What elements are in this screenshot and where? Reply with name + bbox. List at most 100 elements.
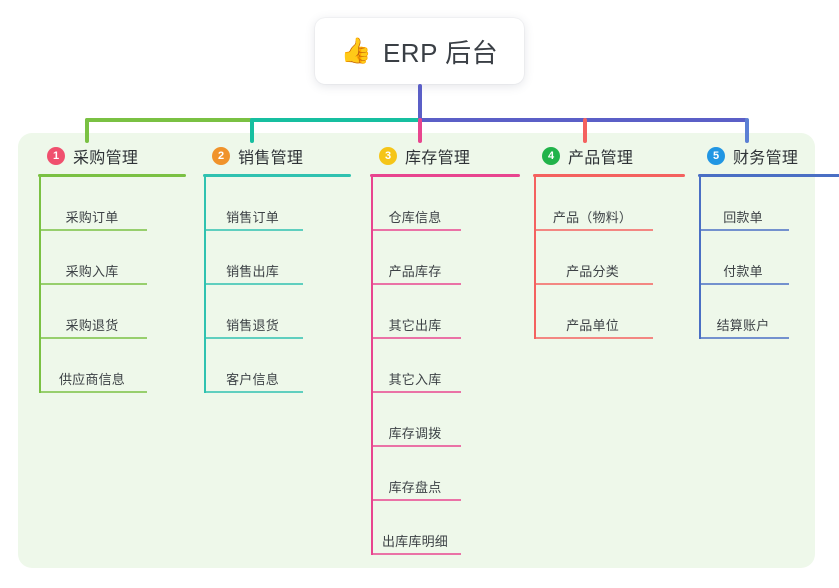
leaf-item-label: 产品单位 — [566, 318, 619, 333]
connector-drop-sales — [250, 118, 254, 143]
column-header-finance[interactable]: 5 财务管理 — [698, 143, 839, 169]
leaf-item-label: 客户信息 — [226, 372, 279, 387]
connector-root-stem — [418, 84, 422, 122]
leaf-item-label: 产品分类 — [566, 264, 619, 279]
leaf-item[interactable]: 销售订单 — [203, 177, 303, 231]
column-badge-product: 4 — [542, 147, 560, 165]
leaf-item[interactable]: 付款单 — [698, 231, 789, 285]
column-badge-purchase: 1 — [47, 147, 65, 165]
leaf-item-rule — [204, 391, 303, 393]
leaf-item-rule — [371, 445, 461, 447]
connector-drop-inventory — [418, 118, 422, 143]
leaf-item-rule — [39, 391, 147, 393]
leaf-item-rule — [699, 337, 789, 339]
leaf-item-label: 销售退货 — [226, 318, 279, 333]
column-header-rule-purchase — [38, 174, 186, 177]
leaf-item-rule — [371, 229, 461, 231]
leaf-item-label: 采购订单 — [65, 210, 119, 225]
leaf-item[interactable]: 供应商信息 — [38, 339, 147, 393]
column-spine-inventory — [371, 177, 373, 555]
leaf-item-label: 出库库明细 — [381, 534, 448, 549]
leaf-item[interactable]: 产品（物料） — [533, 177, 653, 231]
leaf-item[interactable]: 库存调拨 — [370, 393, 461, 447]
column-inventory: 3 库存管理仓库信息产品库存其它出库其它入库库存调拨库存盘点出库库明细 — [370, 143, 520, 555]
column-items-inventory: 仓库信息产品库存其它出库其它入库库存调拨库存盘点出库库明细 — [370, 177, 520, 555]
column-title-product: 产品管理 — [568, 150, 634, 167]
leaf-item-rule — [371, 391, 461, 393]
column-title-sales: 销售管理 — [238, 150, 304, 167]
leaf-item[interactable]: 仓库信息 — [370, 177, 461, 231]
leaf-item-rule — [534, 283, 653, 285]
leaf-item-label: 库存调拨 — [388, 426, 442, 441]
connector-drop-purchase — [85, 118, 89, 143]
leaf-item[interactable]: 产品单位 — [533, 285, 653, 339]
leaf-item[interactable]: 销售退货 — [203, 285, 303, 339]
column-header-inventory[interactable]: 3 库存管理 — [370, 143, 520, 169]
leaf-item-label: 采购退货 — [65, 318, 119, 333]
leaf-item-label: 销售出库 — [226, 264, 279, 279]
leaf-item-rule — [39, 337, 147, 339]
leaf-item-rule — [204, 337, 303, 339]
column-header-purchase[interactable]: 1 采购管理 — [38, 143, 186, 169]
leaf-item-rule — [371, 499, 461, 501]
leaf-item[interactable]: 出库库明细 — [370, 501, 461, 555]
leaf-item-rule — [39, 229, 147, 231]
column-items-sales: 销售订单销售出库销售退货客户信息 — [203, 177, 351, 393]
column-sales: 2 销售管理销售订单销售出库销售退货客户信息 — [203, 143, 351, 393]
leaf-item-rule — [534, 229, 653, 231]
leaf-item-label: 其它出库 — [388, 318, 442, 333]
leaf-item-rule — [371, 283, 461, 285]
leaf-item-label: 供应商信息 — [58, 372, 125, 387]
column-items-finance: 回款单付款单结算账户 — [698, 177, 839, 339]
column-title-inventory: 库存管理 — [405, 150, 471, 167]
thumbs-up-icon: 👍 — [340, 36, 372, 65]
column-badge-finance: 5 — [707, 147, 725, 165]
leaf-item-label: 产品（物料） — [552, 210, 633, 225]
leaf-item-label: 库存盘点 — [388, 480, 442, 495]
leaf-item-rule — [534, 337, 653, 339]
leaf-item[interactable]: 其它入库 — [370, 339, 461, 393]
column-spine-sales — [204, 177, 206, 393]
leaf-item-label: 付款单 — [723, 264, 763, 279]
leaf-item[interactable]: 采购订单 — [38, 177, 147, 231]
leaf-item[interactable]: 销售出库 — [203, 231, 303, 285]
leaf-item[interactable]: 其它出库 — [370, 285, 461, 339]
column-header-rule-finance — [698, 174, 839, 177]
column-spine-product — [534, 177, 536, 339]
leaf-item-rule — [204, 229, 303, 231]
leaf-item-label: 结算账户 — [716, 318, 770, 333]
leaf-item-rule — [699, 283, 789, 285]
column-header-sales[interactable]: 2 销售管理 — [203, 143, 351, 169]
leaf-item[interactable]: 客户信息 — [203, 339, 303, 393]
column-badge-inventory: 3 — [379, 147, 397, 165]
leaf-item[interactable]: 采购退货 — [38, 285, 147, 339]
leaf-item[interactable]: 产品库存 — [370, 231, 461, 285]
root-node-title: ERP 后台 — [382, 37, 499, 68]
leaf-item-label: 销售订单 — [226, 210, 279, 225]
leaf-item[interactable]: 结算账户 — [698, 285, 789, 339]
column-spine-finance — [699, 177, 701, 339]
column-header-product[interactable]: 4 产品管理 — [533, 143, 685, 169]
leaf-item-label: 其它入库 — [388, 372, 442, 387]
leaf-item-rule — [39, 283, 147, 285]
leaf-item-rule — [204, 283, 303, 285]
leaf-item[interactable]: 回款单 — [698, 177, 789, 231]
column-header-rule-inventory — [370, 174, 520, 177]
leaf-item-label: 仓库信息 — [388, 210, 442, 225]
leaf-item-label: 产品库存 — [388, 264, 442, 279]
column-title-finance: 财务管理 — [733, 150, 799, 167]
root-node-erp-backend[interactable]: 👍 ERP 后台 — [315, 18, 524, 84]
leaf-item[interactable]: 采购入库 — [38, 231, 147, 285]
leaf-item[interactable]: 库存盘点 — [370, 447, 461, 501]
connector-purple-segment — [418, 118, 747, 122]
column-header-rule-product — [533, 174, 685, 177]
diagram-panel — [18, 133, 815, 568]
column-title-purchase: 采购管理 — [73, 150, 139, 167]
leaf-item-label: 回款单 — [723, 210, 763, 225]
column-badge-sales: 2 — [212, 147, 230, 165]
leaf-item[interactable]: 产品分类 — [533, 231, 653, 285]
connector-drop-finance — [745, 118, 749, 143]
column-items-purchase: 采购订单采购入库采购退货供应商信息 — [38, 177, 186, 393]
column-header-rule-sales — [203, 174, 351, 177]
